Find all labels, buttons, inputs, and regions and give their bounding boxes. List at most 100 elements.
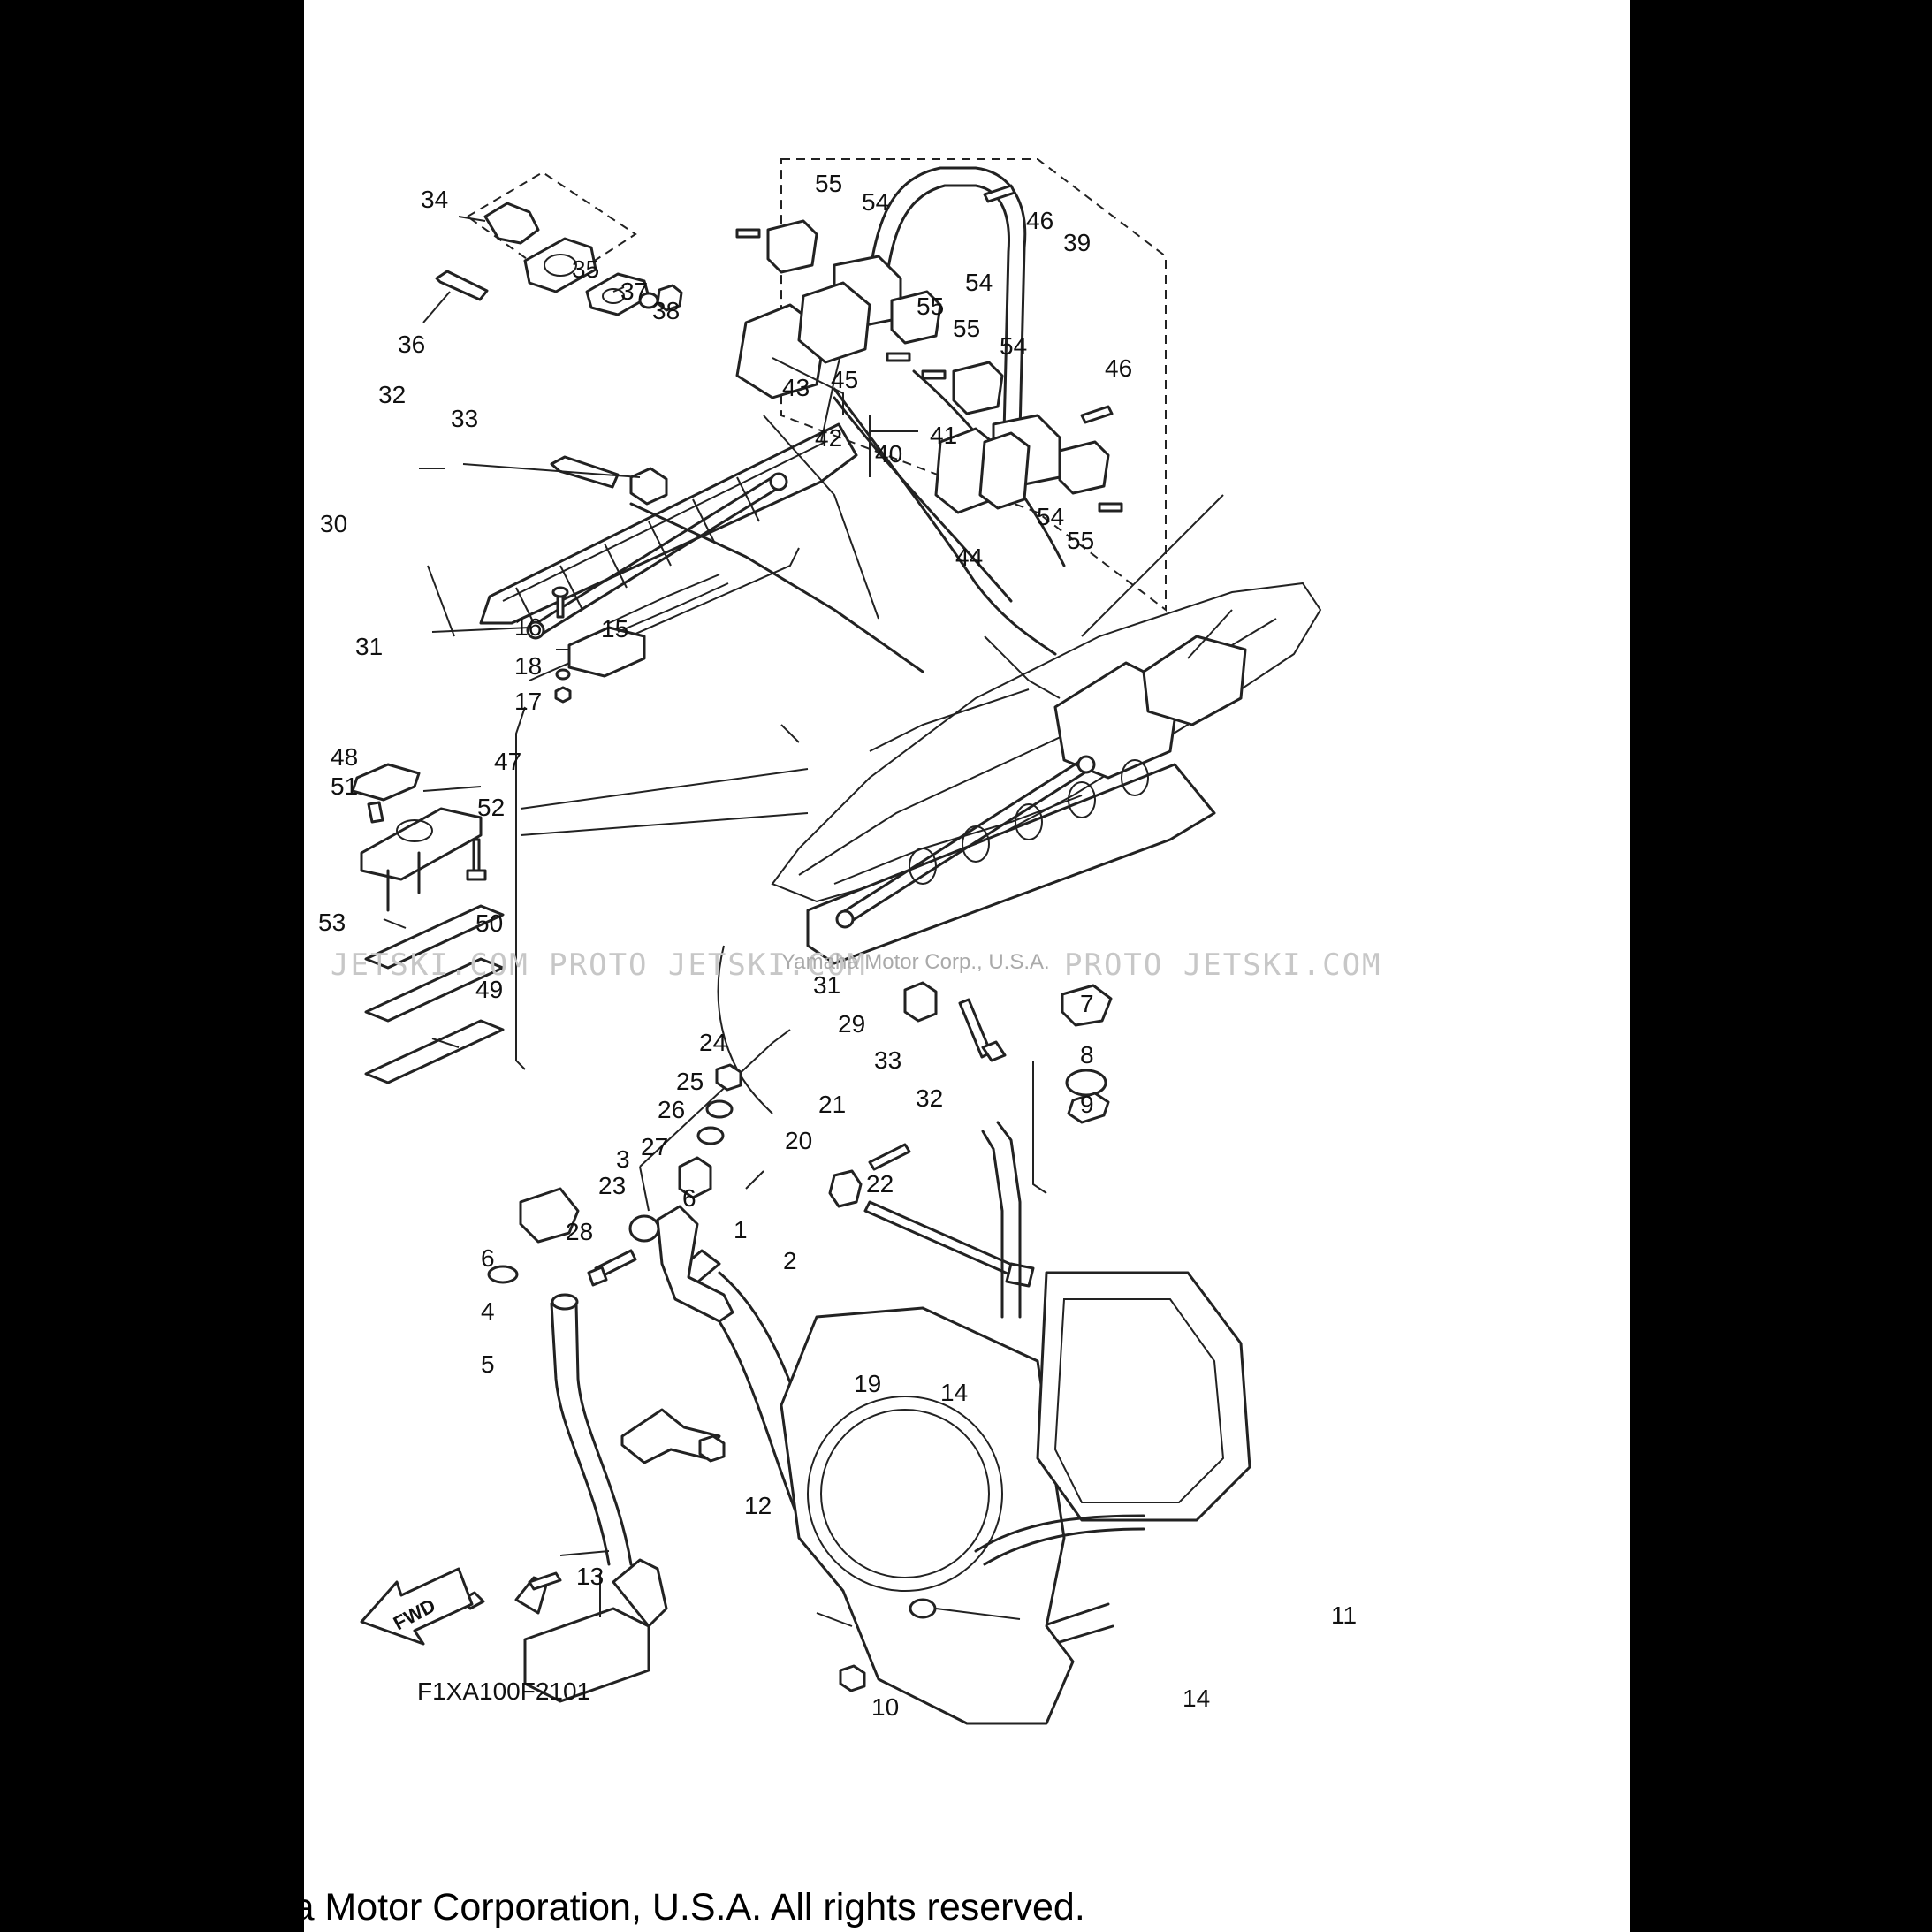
label-part-30: 30 xyxy=(320,510,348,537)
label-part-27: 27 xyxy=(641,1133,669,1160)
part-46-bolt-a xyxy=(983,184,1016,203)
part-33-collar-left xyxy=(629,467,668,506)
label-part-9: 9 xyxy=(1080,1091,1094,1118)
leader-lines xyxy=(383,216,853,1627)
group-34-lock-outline xyxy=(466,171,637,285)
label-part-22: 22 xyxy=(866,1170,894,1198)
part-31-rail-rod-right xyxy=(835,755,1096,929)
label-part-14-bottom: 14 xyxy=(1183,1685,1211,1712)
part-32-bolt-right xyxy=(958,998,1007,1062)
label-part-5: 5 xyxy=(481,1350,495,1378)
label-part-54-b: 54 xyxy=(965,269,993,296)
label-part-54-d: 54 xyxy=(1037,503,1065,530)
label-part-18: 18 xyxy=(514,652,543,680)
part-30-rail xyxy=(479,422,858,633)
watermark-center: Yamaha Motor Corp., U.S.A. xyxy=(781,950,1050,974)
jet-housing xyxy=(780,1121,1251,1725)
label-part-25: 25 xyxy=(676,1068,704,1095)
part-49-plate xyxy=(364,1019,505,1084)
label-part-28: 28 xyxy=(566,1218,594,1245)
label-part-31-top: 31 xyxy=(355,633,384,660)
part-12-rivet xyxy=(528,1571,562,1591)
part-52-rivet xyxy=(466,838,487,881)
fwd-arrow xyxy=(360,1567,474,1646)
label-part-24: 24 xyxy=(699,1029,727,1056)
part-3-elbow xyxy=(519,1187,580,1244)
part-7-plug xyxy=(1061,984,1113,1027)
label-part-55-a: 55 xyxy=(815,170,843,197)
part-17-nut xyxy=(554,686,572,704)
label-part-44: 44 xyxy=(955,544,984,571)
part-28-bolt xyxy=(587,1249,637,1287)
label-part-4: 4 xyxy=(481,1297,495,1325)
hull-outline xyxy=(771,369,1322,903)
label-part-33-right: 33 xyxy=(874,1046,902,1074)
part-48-cap xyxy=(351,763,421,802)
label-part-39: 39 xyxy=(1063,229,1092,256)
label-part-26: 26 xyxy=(658,1096,686,1123)
part-38-nut xyxy=(656,284,683,312)
part-51-screw xyxy=(367,801,384,824)
label-part-19: 19 xyxy=(854,1370,882,1397)
label-part-8: 8 xyxy=(1080,1041,1094,1069)
part-54-pad-c xyxy=(952,361,1004,415)
label-part-36: 36 xyxy=(398,331,426,358)
label-part-2: 2 xyxy=(783,1247,797,1274)
label-part-23: 23 xyxy=(598,1172,627,1199)
group-39-outline xyxy=(780,158,1167,612)
label-part-46-top: 46 xyxy=(1026,207,1054,234)
part-54-pad-a xyxy=(766,219,818,274)
label-part-43: 43 xyxy=(782,374,810,401)
part-54-pad-d xyxy=(1058,440,1110,495)
label-part-31-right: 31 xyxy=(813,971,841,999)
watermark-right: PROTO JETSKI.COM xyxy=(1064,947,1382,983)
part-27-bushing xyxy=(678,1156,712,1199)
label-part-45: 45 xyxy=(831,366,859,393)
part-6-clamp-b xyxy=(628,1214,660,1243)
part-20-clip xyxy=(828,1169,863,1208)
part-47-plate xyxy=(360,807,483,881)
label-part-12: 12 xyxy=(744,1492,772,1519)
part-55-screw-b xyxy=(886,352,911,362)
part-4-hose-end xyxy=(551,1293,579,1311)
part-55-screw-c xyxy=(921,369,947,380)
part-18-washer xyxy=(555,668,571,681)
part-22-cable-tie xyxy=(863,1200,1035,1288)
part-46-bolt-b xyxy=(1080,405,1114,424)
part-44-plate xyxy=(978,431,1031,510)
label-part-34: 34 xyxy=(421,186,449,213)
label-part-6-left: 6 xyxy=(481,1244,495,1272)
part-14-nut-a xyxy=(698,1434,726,1463)
exploded-parts-diagram xyxy=(351,158,1322,1725)
label-part-41: 41 xyxy=(930,422,958,449)
part-32-bolt-left xyxy=(550,455,620,489)
label-part-3: 3 xyxy=(616,1145,630,1173)
label-part-55-c: 55 xyxy=(953,315,981,342)
label-part-55-b: 55 xyxy=(917,293,945,320)
part-6-clamp-a xyxy=(487,1265,519,1284)
diagram-sheet: 34 35 36 37 38 32 33 30 31 16 15 18 17 5… xyxy=(304,0,1630,1932)
label-part-6-right: 6 xyxy=(682,1184,696,1212)
label-part-20: 20 xyxy=(785,1127,813,1154)
part-29-rail xyxy=(806,759,1216,965)
label-part-54-c: 54 xyxy=(1000,332,1028,360)
label-part-29: 29 xyxy=(838,1010,866,1038)
label-part-40: 40 xyxy=(875,440,903,468)
label-part-14-top: 14 xyxy=(940,1379,969,1406)
part-45-plate xyxy=(797,281,871,364)
label-part-11: 11 xyxy=(1331,1601,1358,1629)
label-part-7: 7 xyxy=(1080,990,1094,1017)
label-part-32-top: 32 xyxy=(378,381,407,408)
label-part-32-right: 32 xyxy=(916,1084,944,1112)
label-part-37: 37 xyxy=(620,278,649,305)
part-5-hose xyxy=(550,1302,633,1566)
label-part-52: 52 xyxy=(477,794,506,821)
part-55-screw-a xyxy=(735,228,761,239)
part-55-screw-d xyxy=(1098,502,1123,513)
part-24-nut xyxy=(715,1063,742,1092)
label-part-33-top: 33 xyxy=(451,405,479,432)
label-part-51: 51 xyxy=(331,772,359,800)
label-part-50: 50 xyxy=(475,909,504,937)
part-14-nut-b xyxy=(839,1664,866,1692)
part-16-screw xyxy=(551,586,569,619)
